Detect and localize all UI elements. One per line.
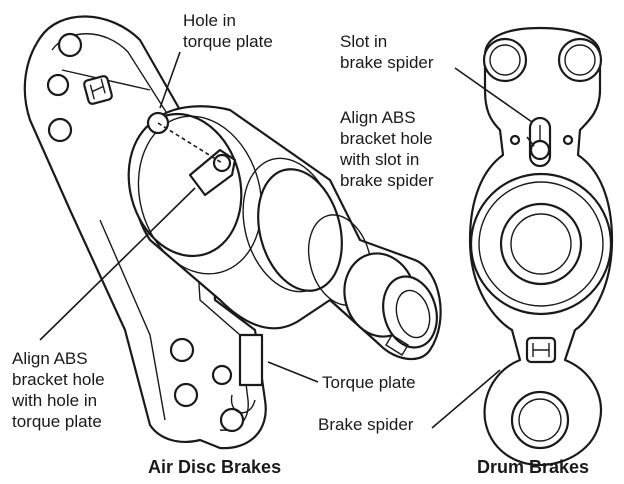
caption-air-disc-brakes: Air Disc Brakes <box>148 457 282 477</box>
label-align-disc: Align ABS bracket hole with hole in torq… <box>12 349 105 431</box>
label-brake-spider: Brake spider <box>318 415 414 434</box>
caption-drum-brakes: Drum Brakes <box>477 457 590 477</box>
leader-slot-in-brake-spider <box>454 67 533 123</box>
label-torque-plate: Torque plate <box>322 373 416 392</box>
label-slot-in-brake-spider: Slot in brake spider <box>340 32 434 72</box>
label-align-drum: Align ABS bracket hole with slot in brak… <box>340 108 434 190</box>
spindle-drawing <box>127 105 442 361</box>
leader-align-drum <box>526 136 535 147</box>
leader-align-disc <box>39 187 196 341</box>
leader-brake-spider <box>431 369 501 429</box>
label-hole-in-torque-plate: Hole in torque plate <box>183 11 273 51</box>
leader-torque-plate <box>267 361 319 383</box>
leader-hole-in-torque-plate <box>159 51 181 109</box>
brake-spider-drawing <box>468 26 614 467</box>
